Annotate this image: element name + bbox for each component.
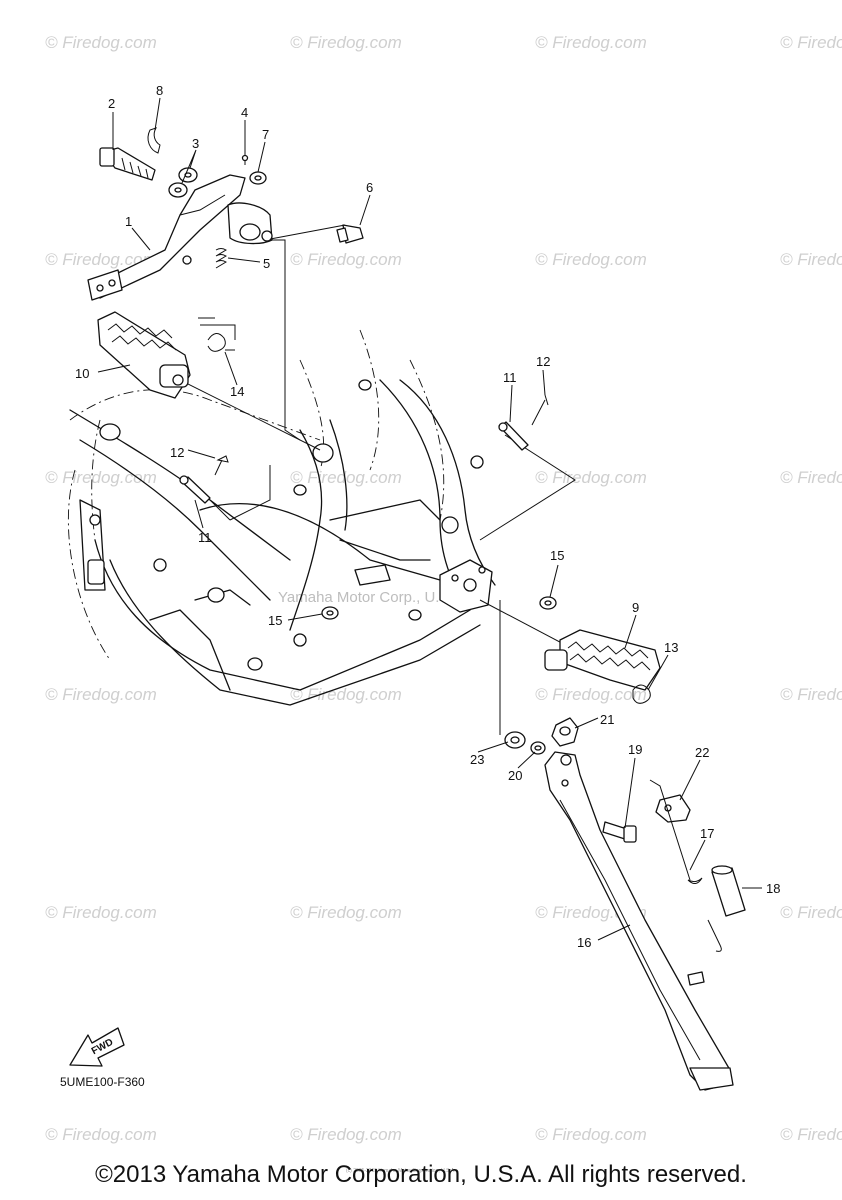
callout-3: 3 [192,136,199,151]
washers-and-nuts [321,596,579,755]
watermark: © Firedog.com [45,250,157,269]
callout-17: 17 [700,826,714,841]
callout-19: 19 [628,742,642,757]
callouts: 2 8 3 4 7 6 1 5 10 14 11 12 12 11 15 15 … [75,83,780,950]
watermark: © Firedog.com [45,1125,157,1144]
brake-pedal-assembly [87,127,364,301]
center-watermark: Yamaha Motor Corp., U.S.A. [278,589,468,606]
callout-6: 6 [366,180,373,195]
watermark: © Firedog.com [290,250,402,269]
watermark: © Firedog.com [535,685,647,704]
callout-22: 22 [695,745,709,760]
watermark: © Firedog.com [45,33,157,52]
watermark: © Firedog.com [535,468,647,487]
callout-11-front: 11 [198,530,212,545]
sidestand-assembly [544,751,746,1091]
callout-7: 7 [262,127,269,142]
callout-4: 4 [241,105,248,120]
watermark: © Firedog.com [780,468,842,487]
callout-23: 23 [470,752,484,767]
diagram-code: 5UME100-F360 [60,1075,145,1089]
watermark: © Firedog.com [535,33,647,52]
callout-13: 13 [664,640,678,655]
watermark: © Firedog.com [290,903,402,922]
callout-16: 16 [577,935,591,950]
callout-2: 2 [108,96,115,111]
copyright-notice: ©2013 Yamaha Motor Corporation, U.S.A. A… [95,1161,747,1188]
rear-footpeg [544,629,661,704]
watermark: © Firedog.com [45,903,157,922]
watermark-layer: © Firedog.com © Firedog.com © Firedog.co… [45,33,842,1144]
front-footpeg [97,311,235,399]
callout-12-rear: 12 [536,354,550,369]
watermark: © Firedog.com [535,250,647,269]
callout-8: 8 [156,83,163,98]
callout-15-right: 15 [550,548,564,563]
callout-14: 14 [230,384,244,399]
frame-drawing [67,329,496,706]
watermark: © Firedog.com [780,250,842,269]
pins-and-clips [179,394,549,504]
tiny-notice: (c) 2005-2015 Yamaha Motor Corporation, … [346,1168,456,1174]
watermark: © Firedog.com [535,1125,647,1144]
callout-10: 10 [75,366,89,381]
watermark: © Firedog.com [780,1125,842,1144]
fwd-arrow: FWD [69,1027,125,1067]
callout-18: 18 [766,881,780,896]
watermark: © Firedog.com [780,33,842,52]
callout-21: 21 [600,712,614,727]
watermark: © Firedog.com [780,903,842,922]
callout-1: 1 [125,214,132,229]
callout-20: 20 [508,768,522,783]
watermark: © Firedog.com [45,685,157,704]
watermark: © Firedog.com [290,1125,402,1144]
callout-12-front: 12 [170,445,184,460]
callout-leaders [97,97,762,941]
callout-15-left: 15 [268,613,282,628]
watermark: © Firedog.com [290,685,402,704]
callout-11-rear: 11 [503,370,517,385]
watermark: © Firedog.com [290,33,402,52]
watermark: © Firedog.com [45,468,157,487]
watermark: © Firedog.com [780,685,842,704]
callout-5: 5 [263,256,270,271]
callout-9: 9 [632,600,639,615]
